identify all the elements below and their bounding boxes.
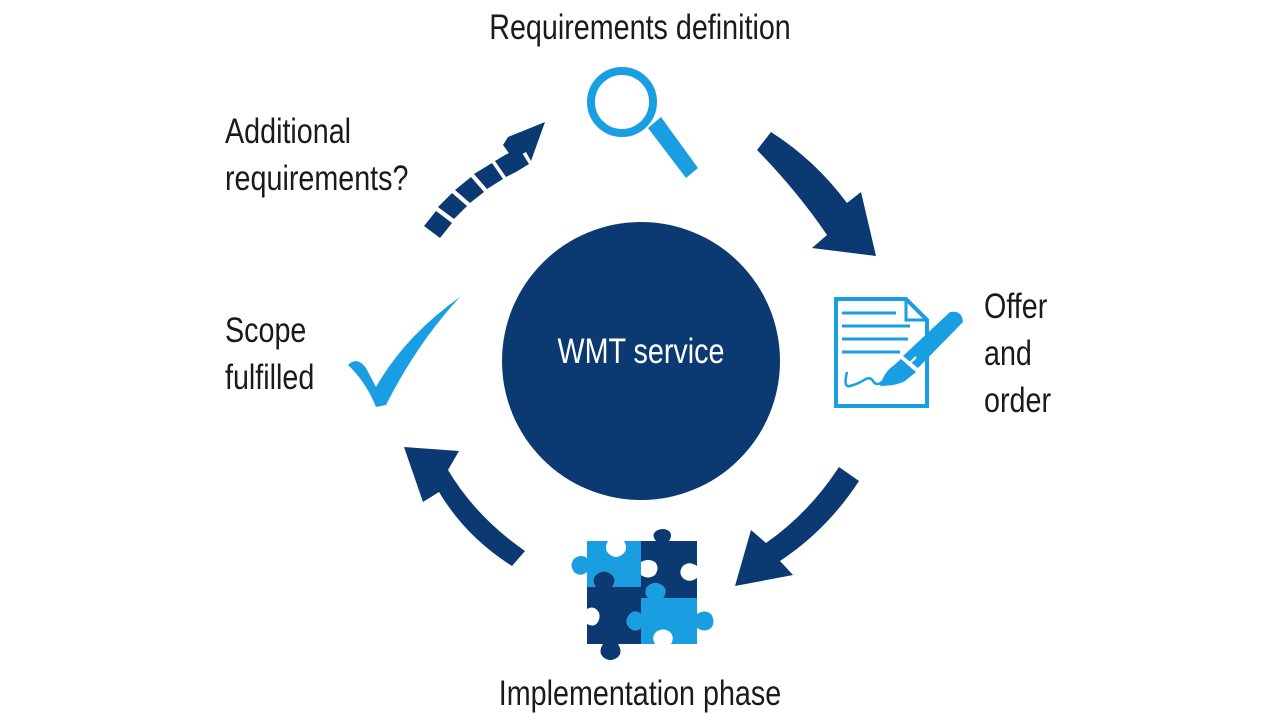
- label-line: Requirements definition: [489, 8, 791, 47]
- center-circle: [502, 222, 780, 500]
- center-label: WMT service: [557, 332, 725, 371]
- label-line: Offer: [984, 287, 1048, 326]
- document-signature-icon: [834, 297, 963, 408]
- label-requirements-definition: Requirements definition: [476, 4, 804, 51]
- arrow-offer-to-implementation: [735, 467, 859, 586]
- label-line: fulfilled: [225, 358, 315, 397]
- label-line: Scope: [225, 311, 307, 350]
- magnifier-icon: [587, 67, 698, 178]
- label-line: requirements?: [225, 159, 409, 198]
- checkmark-icon: [348, 297, 460, 407]
- arrow-additional-to-requirements: [424, 122, 545, 238]
- label-offer-and-order: Offer and order: [984, 283, 1051, 424]
- label-scope-fulfilled: Scope fulfilled: [225, 307, 314, 401]
- puzzle-icon: [571, 529, 714, 660]
- label-implementation-phase: Implementation phase: [476, 670, 804, 717]
- label-line: order: [984, 381, 1052, 420]
- arrow-requirements-to-offer: [757, 132, 876, 256]
- label-line: and: [984, 334, 1032, 373]
- label-additional-requirements: Additional requirements?: [225, 108, 408, 202]
- label-line: Additional: [225, 112, 352, 151]
- label-line: Implementation phase: [498, 674, 782, 713]
- arrow-implementation-to-scope: [404, 447, 525, 566]
